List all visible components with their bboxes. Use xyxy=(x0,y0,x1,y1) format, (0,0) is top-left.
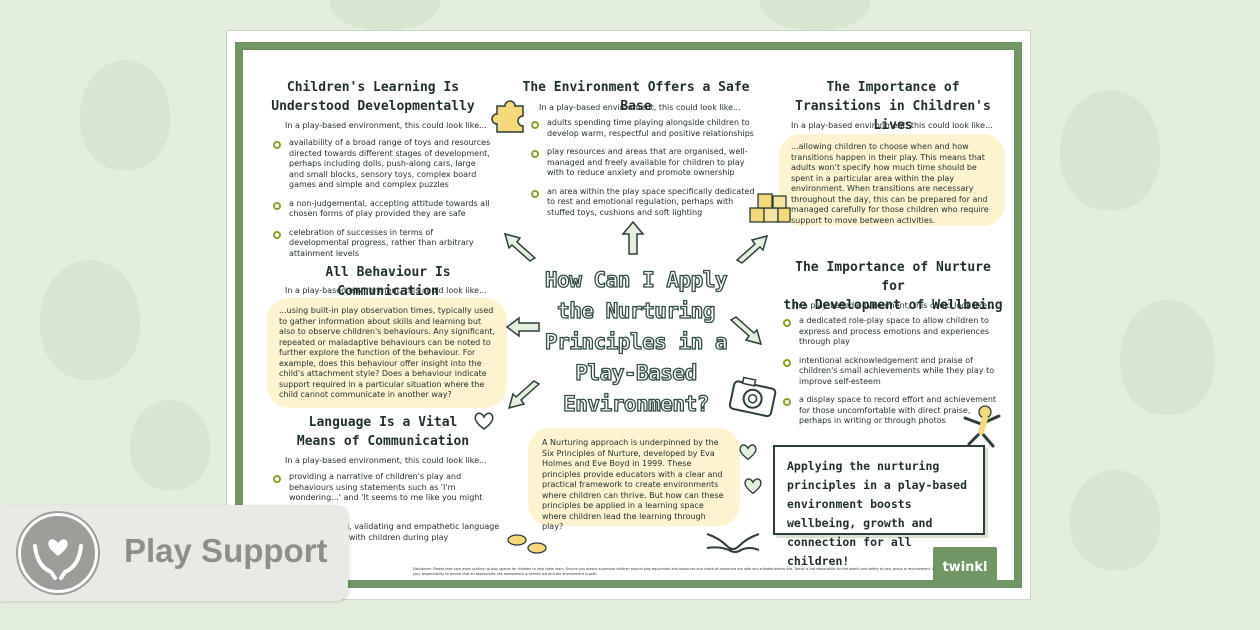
heading-learning-line1: Children's Learning Is xyxy=(286,80,460,95)
bullet-icon xyxy=(273,141,281,149)
list-item: a display space to record effort and ach… xyxy=(783,395,1005,427)
heading-transitions: The Importance of Transitions in Childre… xyxy=(783,78,1003,135)
callout-box: Applying the nurturing principles in a p… xyxy=(773,445,985,568)
blocks-icon xyxy=(749,193,791,223)
background-hand xyxy=(80,60,170,170)
intro-transitions: In a play-based environment, this could … xyxy=(791,121,993,130)
bullet-icon xyxy=(531,189,539,198)
bullet-icon xyxy=(783,358,791,367)
bullets-learning: availability of a broad range of toys an… xyxy=(273,138,493,267)
list-item: celebration of successes in terms of dev… xyxy=(273,228,493,260)
heart-icon xyxy=(739,444,757,461)
background-hand xyxy=(130,400,210,490)
approach-box: A Nurturing approach is underpinned by t… xyxy=(528,428,740,531)
heading-nurture-line1: The Importance of Nurture for xyxy=(795,260,991,294)
poster-content: Children's Learning Is Understood Develo… xyxy=(243,50,1014,587)
background-hand xyxy=(760,0,870,30)
bullet-icon xyxy=(273,230,281,239)
holding-hands-icon xyxy=(706,533,760,553)
heading-behaviour: All Behaviour Is Communication xyxy=(325,265,451,299)
heading-learning-line2: Understood Developmentally xyxy=(271,99,475,114)
arrow-left-icon xyxy=(505,316,540,338)
arrow-down-right-icon xyxy=(729,316,763,346)
heading-nurture: The Importance of Nurture for the Develo… xyxy=(783,258,1003,315)
arrow-up-left-icon xyxy=(503,232,537,262)
list-item: adults spending time playing alongside c… xyxy=(531,118,759,139)
play-support-badge: Play Support xyxy=(0,505,348,601)
bullet-icon xyxy=(273,475,281,483)
heading-language-line2: Means of Communication xyxy=(296,434,470,449)
poster-frame: Children's Learning Is Understood Develo… xyxy=(235,42,1022,588)
jumping-child-icon xyxy=(963,405,1001,448)
bullet-icon xyxy=(783,398,791,406)
twinkl-logo: twinkl xyxy=(933,547,997,587)
list-item: play resources and areas that are organi… xyxy=(531,147,759,179)
bullet-icon xyxy=(783,319,791,327)
disclaimer-text: Disclaimer: Please take care when puttin… xyxy=(413,567,939,576)
intro-behaviour: In a play-based environment, this could … xyxy=(285,286,487,295)
list-item: availability of a broad range of toys an… xyxy=(273,138,493,191)
heading-transitions-line2: Transitions in Children's Lives xyxy=(795,99,991,133)
bullet-icon xyxy=(531,121,539,129)
heart-icon xyxy=(474,412,494,430)
list-item: intentional acknowledgement and praise o… xyxy=(783,356,1005,388)
arrow-up-icon xyxy=(621,220,645,255)
bullets-safe-base: adults spending time playing alongside c… xyxy=(531,118,759,226)
intro-language: In a play-based environment, this could … xyxy=(285,456,487,465)
footprints-icon xyxy=(507,534,547,554)
badge-circle xyxy=(18,513,98,593)
list-item: a non-judgemental, accepting attitude to… xyxy=(273,199,493,220)
background-hand xyxy=(1120,300,1215,415)
heading-learning: Children's Learning Is Understood Develo… xyxy=(263,78,483,116)
arrow-up-right-icon xyxy=(735,234,769,264)
camera-icon xyxy=(728,376,777,418)
background-hand xyxy=(1060,90,1160,210)
heart-icon xyxy=(744,478,762,495)
behaviour-box: ...using built-in play observation times… xyxy=(267,298,507,408)
heading-language: Language Is a Vital Means of Communicati… xyxy=(273,413,493,451)
poster: Children's Learning Is Understood Develo… xyxy=(226,30,1031,600)
puzzle-piece-icon xyxy=(491,100,524,133)
background-hand xyxy=(1070,470,1160,570)
bullets-nurture: a dedicated role-play space to allow chi… xyxy=(783,316,1005,435)
background-hand xyxy=(40,260,140,380)
intro-nurture: In a play-based environment, this could … xyxy=(793,301,995,310)
intro-learning: In a play-based environment, this could … xyxy=(285,121,487,130)
transitions-box: ...allowing children to choose when and … xyxy=(779,134,1005,226)
bullet-icon xyxy=(531,150,539,158)
heading-safe-base: The Environment Offers a Safe Base xyxy=(522,80,750,114)
list-item: an area within the play space specifical… xyxy=(531,187,759,219)
badge-label: Play Support xyxy=(124,532,328,569)
bullet-icon xyxy=(273,201,281,210)
intro-safe-base: In a play-based environment, this could … xyxy=(539,103,741,112)
hands-heart-icon xyxy=(33,539,83,580)
heading-transitions-line1: The Importance of xyxy=(826,80,960,95)
center-title: How Can I Apply the Nurturing Principles… xyxy=(544,267,728,416)
background-hand xyxy=(330,0,440,30)
list-item: a dedicated role-play space to allow chi… xyxy=(783,316,1005,348)
heading-language-line1: Language Is a Vital xyxy=(308,415,458,430)
heading-nurture-line2: the Development of Wellbeing xyxy=(783,298,1003,313)
arrow-down-left-icon xyxy=(507,380,541,410)
